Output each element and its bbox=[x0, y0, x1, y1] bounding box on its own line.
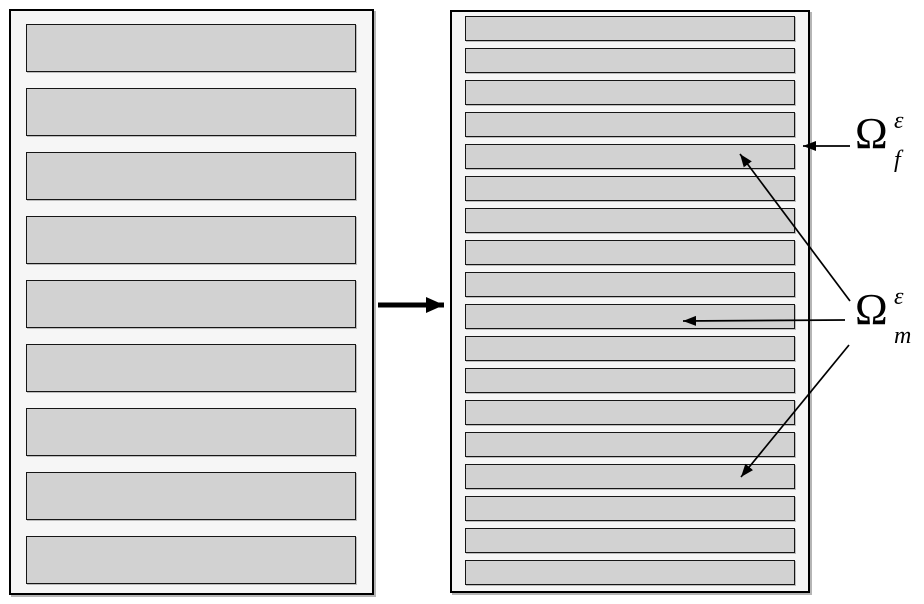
coarse-domain-layer-bar bbox=[26, 536, 356, 584]
coarse-domain-layer-bar bbox=[26, 344, 356, 392]
fine-domain-layer-bar bbox=[465, 560, 795, 585]
epsilon-superscript: ε bbox=[894, 108, 904, 134]
coarse-domain-layer-bar bbox=[26, 472, 356, 520]
coarse-domain-panel bbox=[9, 9, 374, 595]
fine-domain-layer-bar bbox=[465, 336, 795, 361]
coarse-domain-layer-bar bbox=[26, 280, 356, 328]
coarse-domain-layer-bar bbox=[26, 88, 356, 136]
phase-subscript: f bbox=[894, 147, 901, 173]
fine-domain-layer-bar bbox=[465, 48, 795, 73]
fine-domain-layer-bar bbox=[465, 112, 795, 137]
fine-domain-layer-bar bbox=[465, 432, 795, 457]
fine-domain-panel bbox=[450, 10, 810, 593]
phase-subscript: m bbox=[894, 323, 912, 349]
fine-domain-layer-bar bbox=[465, 272, 795, 297]
coarse-domain-layer-bar bbox=[26, 24, 356, 72]
fine-domain-layer-bar bbox=[465, 400, 795, 425]
fine-domain-layer-bar bbox=[465, 368, 795, 393]
epsilon-superscript: ε bbox=[894, 284, 904, 310]
coarse-domain-layer-bar bbox=[26, 152, 356, 200]
fine-domain-layer-bar bbox=[465, 208, 795, 233]
coarse-domain-layer-bar bbox=[26, 408, 356, 456]
fine-domain-layer-bar bbox=[465, 464, 795, 489]
omega-symbol: Ω bbox=[855, 285, 888, 334]
fine-domain-layer-bar bbox=[465, 80, 795, 105]
omega-symbol: Ω bbox=[855, 109, 888, 158]
fine-domain-layer-bar bbox=[465, 144, 795, 169]
fine-domain-layer-bar bbox=[465, 496, 795, 521]
fine-domain-layer-bar bbox=[465, 176, 795, 201]
fine-domain-layer-bar bbox=[465, 528, 795, 553]
fine-domain-layer-bar bbox=[465, 16, 795, 41]
coarse-domain-layer-bar bbox=[26, 216, 356, 264]
fine-domain-layer-bar bbox=[465, 304, 795, 329]
fine-domain-layer-bar bbox=[465, 240, 795, 265]
